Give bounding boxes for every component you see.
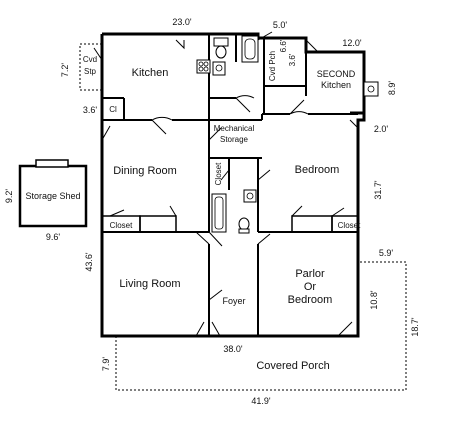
door-living-hall [195,231,223,247]
dim-parlor-ext-h: 10.8' [369,290,379,310]
door-porch-right [305,39,319,53]
dim-right-h: 31.7' [373,180,383,200]
dim-porch-w: 41.9' [251,396,271,406]
label-covered-porch: Covered Porch [256,360,329,372]
label-parlor-1: Parlor [295,268,325,280]
label-cvd-stp-1: Cvd [83,55,97,64]
label-mechanical: Mechanical [214,124,255,133]
label-bedroom: Bedroom [295,164,340,176]
dim-pch-6-6: 6.6' [279,39,288,52]
dim-main-bottom: 38.0' [223,344,243,354]
door-cvd-pch [257,31,273,41]
label-parlor-2: Or [304,281,317,293]
door-cvd-stp [93,47,103,61]
dim-pch-3-6: 3.6' [288,53,297,66]
dim-second-kitchen-h: 8.9' [387,81,397,96]
door-closet-vertical [220,169,230,181]
door-closet-left [109,209,125,217]
storage-shed [18,159,88,228]
label-cvd-stp-2: Stp [84,67,97,76]
label-closet-left: Closet [110,221,133,230]
dimension-labels: 23.0' 5.0' 12.0' 7.2' 3.6' 6.6' 3.6' 8.9… [4,17,420,406]
label-closet-right: Closet [338,221,361,230]
door-closet-left-2 [169,205,177,217]
sink-2-icon [243,189,257,203]
toilet-2-icon [238,217,250,231]
dim-porch-h-right: 18.7' [410,317,420,337]
label-second-kitchen-1: SECOND [317,69,356,79]
door-parlor-hall [257,233,271,245]
bathtub-icon [241,35,259,63]
covered-stoop [79,43,103,91]
door-bedroom [257,169,271,181]
door-mechanical [208,127,222,141]
label-dining-room: Dining Room [113,165,177,177]
door-bedroom-right [349,119,359,129]
dim-top-width: 23.0' [172,17,192,27]
sink-icon [212,61,226,76]
door-foyer-living [208,289,223,301]
door-parlor-porch [337,321,353,337]
dim-jog: 2.0' [374,124,389,134]
door-dining-side [101,125,111,141]
dim-cl-width: 3.6' [83,105,98,115]
second-sink-icon [363,81,379,97]
interior-walls [101,34,359,336]
label-closet-vertical: Closet [214,162,223,185]
label-living-room: Living Room [119,278,180,290]
dim-parlor-ext-w: 5.9' [379,248,394,258]
door-kitchen-hall [235,95,255,113]
door-closet-right [291,205,303,217]
label-second-kitchen-2: Kitchen [321,80,351,90]
door-front [195,321,221,337]
door-closet-right-2 [331,207,345,217]
door-kitchen-top [175,39,185,50]
stove-icon [196,59,211,74]
dim-top-small: 5.0' [273,20,288,30]
label-storage-shed: Storage Shed [25,191,80,201]
dim-cvd-stp: 7.2' [60,63,70,78]
label-cl: Cl [109,105,117,114]
dim-shed-h: 9.2' [4,189,14,204]
label-kitchen: Kitchen [132,67,169,79]
dim-porch-h-left: 7.9' [101,357,111,372]
label-cvd-pch: Cvd Pch [268,51,277,81]
dim-top-right: 12.0' [342,38,362,48]
label-parlor-3: Bedroom [288,294,333,306]
dim-left-h: 43.6' [84,252,94,272]
label-storage: Storage [220,135,249,144]
label-foyer: Foyer [222,296,245,306]
dim-shed-w: 9.6' [46,232,61,242]
doors [93,31,359,337]
door-second-kitchen [289,99,309,115]
toilet-icon [213,37,229,47]
door-kitchen-dining [151,116,173,135]
bathtub-2-icon [211,193,227,233]
room-labels: Kitchen SECOND Kitchen Dining Room Mecha… [25,51,361,372]
fixtures [196,35,379,234]
covered-porch [115,261,407,391]
